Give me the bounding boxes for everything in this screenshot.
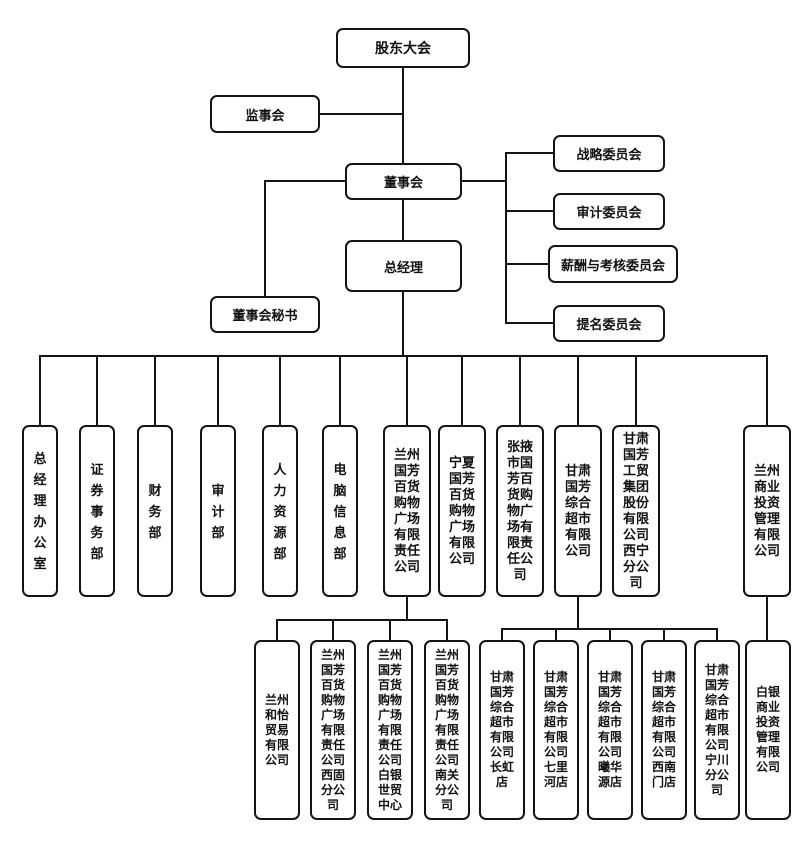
connector-line bbox=[446, 619, 448, 640]
connector-line bbox=[461, 355, 463, 425]
connector-line bbox=[332, 619, 334, 640]
connector-line bbox=[39, 355, 41, 425]
connector-line bbox=[519, 355, 521, 425]
connector-line bbox=[555, 628, 557, 640]
node-audit-committee: 审计委员会 bbox=[553, 193, 665, 230]
connector-line bbox=[39, 355, 768, 357]
connector-line bbox=[276, 619, 448, 621]
dept-human-resources: 人力资源部 bbox=[262, 425, 298, 597]
dept-securities-affairs: 证券事务部 bbox=[79, 425, 115, 597]
node-nomination-committee: 提名委员会 bbox=[553, 305, 665, 342]
connector-line bbox=[406, 355, 408, 425]
connector-line bbox=[505, 152, 507, 324]
node-general-manager: 总经理 bbox=[345, 240, 462, 292]
node-shareholders-meeting: 股东大会 bbox=[336, 28, 470, 68]
node-board-secretary: 董事会秘书 bbox=[210, 296, 320, 333]
connector-line bbox=[406, 597, 408, 619]
connector-line bbox=[505, 210, 553, 212]
connector-line bbox=[402, 200, 404, 240]
node-supervisory-board: 监事会 bbox=[210, 95, 320, 133]
connector-line bbox=[505, 322, 553, 324]
connector-line bbox=[402, 68, 404, 163]
connector-line bbox=[276, 619, 278, 640]
subsidiary-lanzhou-guofang-store: 兰州国芳百货购物广场有限责任公司 bbox=[383, 425, 431, 597]
connector-line bbox=[766, 355, 768, 425]
subsidiary-ningxia-guofang-store: 宁夏国芳百货购物广场有限公司 bbox=[438, 425, 486, 597]
branch-xining: 甘肃国芳工贸集团股份有限公司西宁分公司 bbox=[612, 425, 660, 597]
dept-audit: 审计部 bbox=[200, 425, 236, 597]
connector-line bbox=[635, 355, 637, 425]
connector-line bbox=[766, 597, 768, 640]
connector-line bbox=[609, 628, 611, 640]
store-changhong: 甘肃国芳综合超市有限公司长虹店 bbox=[479, 640, 525, 820]
connector-line bbox=[320, 113, 403, 115]
connector-line bbox=[462, 180, 507, 182]
subsidiary-heyi-trading: 兰州和怡贸易有限公司 bbox=[254, 640, 300, 820]
node-board-of-directors: 董事会 bbox=[345, 163, 462, 200]
connector-line bbox=[663, 628, 665, 640]
connector-line bbox=[154, 355, 156, 425]
connector-line bbox=[716, 628, 718, 640]
connector-line bbox=[279, 355, 281, 425]
subsidiary-gansu-guofang-supermarket: 甘肃国芳综合超市有限公司 bbox=[554, 425, 602, 597]
node-compensation-committee: 薪酬与考核委员会 bbox=[548, 245, 678, 283]
connector-line bbox=[264, 180, 266, 296]
branch-nanguan: 兰州国芳百货购物广场有限责任公司南关分公司 bbox=[424, 640, 470, 820]
dept-it-information: 电脑信息部 bbox=[322, 425, 358, 597]
connector-line bbox=[577, 597, 579, 628]
branch-ningchuan: 甘肃国芳综合超市有限公司宁川分公司 bbox=[694, 640, 740, 820]
connector-line bbox=[505, 263, 548, 265]
store-xinanmen: 甘肃国芳综合超市有限公司西南门店 bbox=[641, 640, 687, 820]
connector-line bbox=[402, 292, 404, 355]
branch-baiyin-world-trade-center: 兰州国芳百货购物广场有限责任公司白银世贸中心 bbox=[367, 640, 413, 820]
connector-line bbox=[501, 628, 503, 640]
connector-line bbox=[339, 355, 341, 425]
connector-line bbox=[389, 619, 391, 640]
connector-line bbox=[264, 180, 345, 182]
store-xihuayuan: 甘肃国芳综合超市有限公司曦华源店 bbox=[587, 640, 633, 820]
connector-line bbox=[505, 152, 553, 154]
connector-line bbox=[577, 355, 579, 425]
connector-line bbox=[217, 355, 219, 425]
store-qilihe: 甘肃国芳综合超市有限公司七里河店 bbox=[533, 640, 579, 820]
node-strategy-committee: 战略委员会 bbox=[553, 135, 665, 172]
subsidiary-baiyin-commercial-investment: 白银商业投资管理有限公司 bbox=[745, 640, 791, 820]
subsidiary-lanzhou-commercial-investment: 兰州商业投资管理有限公司 bbox=[743, 425, 791, 597]
branch-xigu: 兰州国芳百货购物广场有限责任公司西固分公司 bbox=[310, 640, 356, 820]
connector-line bbox=[96, 355, 98, 425]
dept-gm-office: 总经理办公室 bbox=[22, 425, 58, 597]
subsidiary-zhangye-guofang-store: 张掖市国芳百货购物广场有限责任公司 bbox=[496, 425, 544, 597]
dept-finance: 财务部 bbox=[137, 425, 173, 597]
